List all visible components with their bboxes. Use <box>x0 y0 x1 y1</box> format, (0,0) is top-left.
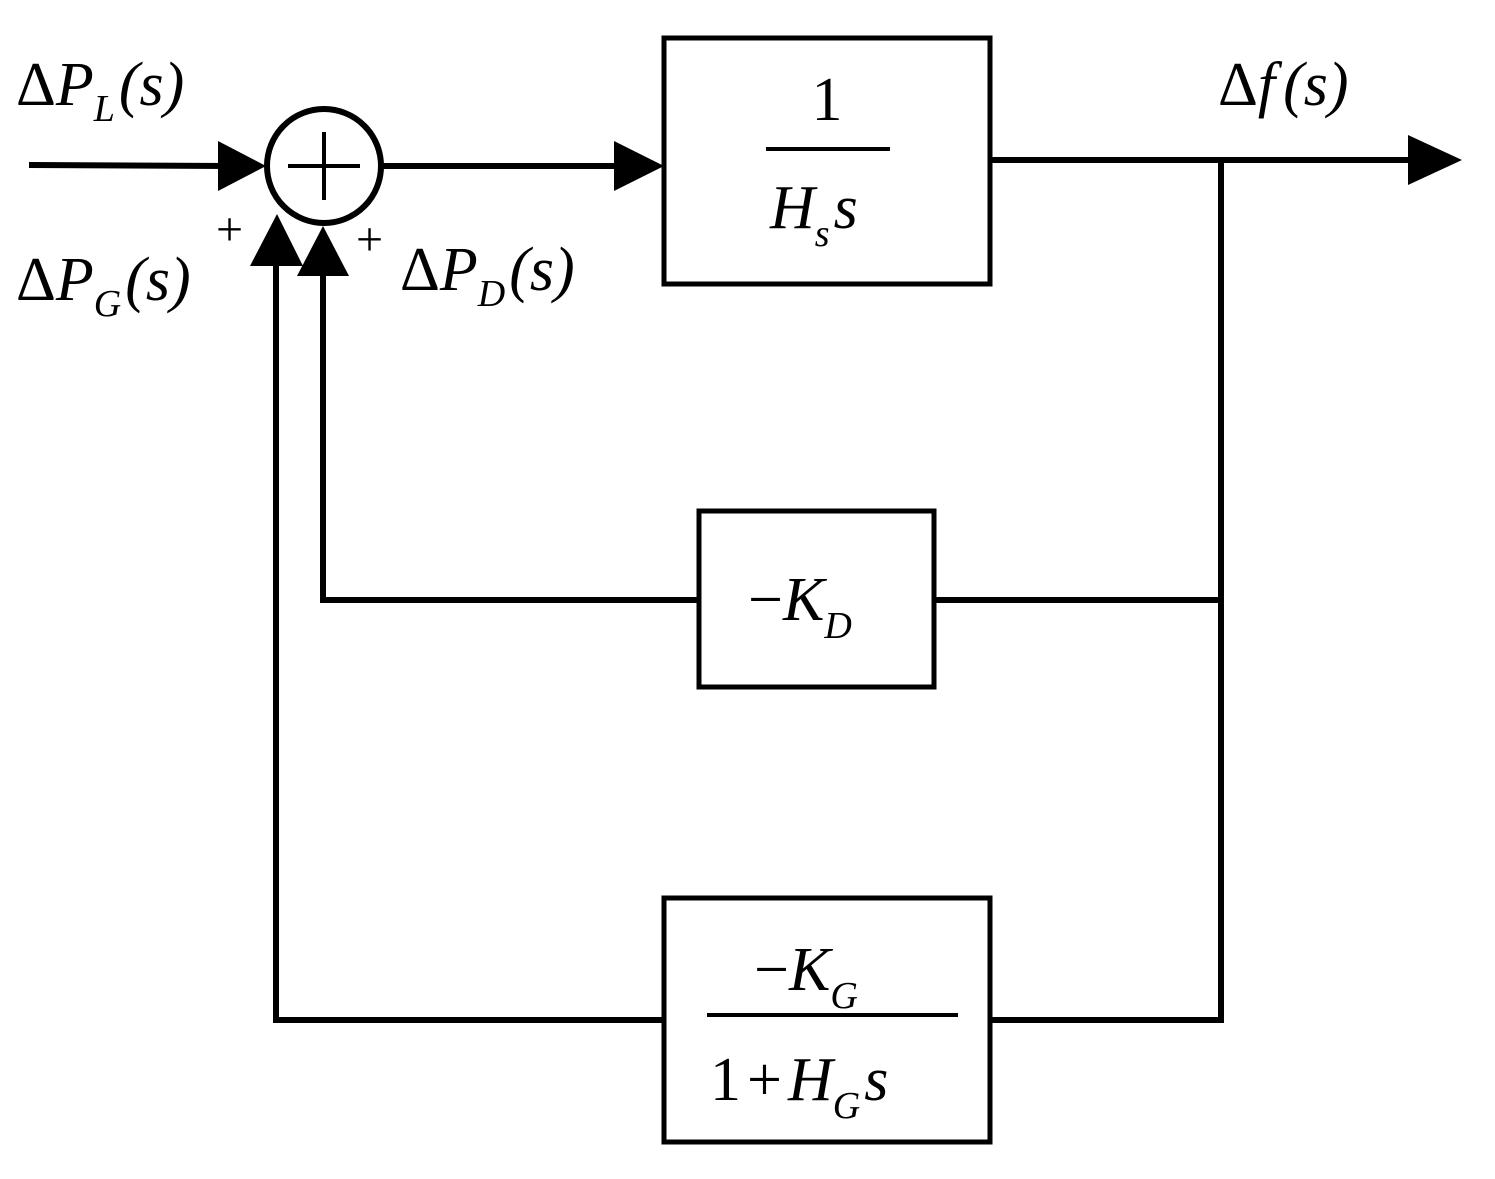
input-load-line <box>28 161 229 170</box>
governor-block <box>661 895 993 1145</box>
damping-block <box>696 508 937 690</box>
governor-feedback-arrowhead <box>250 214 303 266</box>
generation-signal-label: ΔPG(s) <box>16 246 191 325</box>
input-load-arrowhead <box>218 141 266 191</box>
inertia-block <box>661 35 993 287</box>
damping-feedback-arrowhead <box>297 226 349 276</box>
damping-gain: −KD <box>748 566 852 647</box>
inertia-denominator: Hss <box>769 174 858 255</box>
frequency-signal-label: Δf(s) <box>1218 51 1349 119</box>
output-arrowhead <box>1408 135 1462 185</box>
sum-to-inertia-arrowhead <box>614 141 664 191</box>
governor-denominator: 1+HGs <box>710 1046 888 1127</box>
inertia-numerator: 1 <box>812 66 843 134</box>
generation-sign: + <box>216 203 243 256</box>
damping-signal-label: ΔPD(s) <box>400 236 575 315</box>
load-signal-label: ΔPL(s) <box>16 51 184 130</box>
governor-numerator: −KG <box>754 936 858 1017</box>
damping-sign: + <box>356 213 383 266</box>
